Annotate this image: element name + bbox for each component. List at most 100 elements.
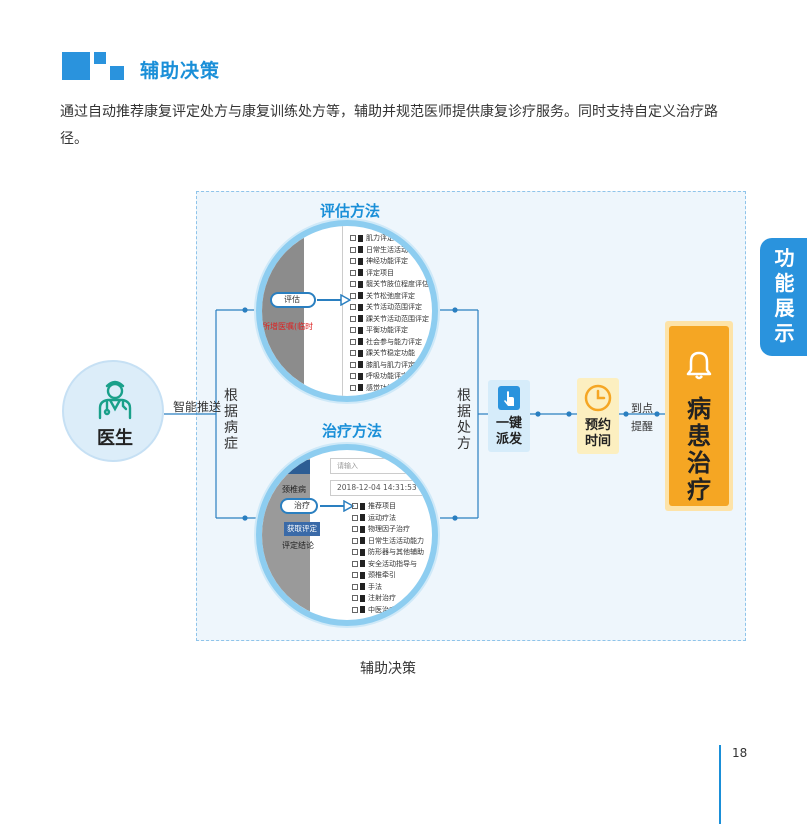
checkbox-icon[interactable]	[350, 292, 356, 299]
tree-row[interactable]: 髋关节肢位程度评估	[350, 280, 429, 289]
eval-radio-label: 评估	[284, 295, 300, 304]
treat-left-label: 颈椎病	[282, 485, 306, 494]
eval-divider	[342, 226, 343, 396]
treat-datetime: 2018-12-04 14:31:53	[337, 483, 417, 492]
checkbox-icon[interactable]	[352, 583, 358, 590]
treat-search-input[interactable]: 请输入	[330, 458, 432, 474]
document-icon	[358, 372, 363, 380]
checkbox-icon[interactable]	[350, 327, 356, 333]
document-icon	[360, 594, 365, 602]
checkbox-icon[interactable]	[352, 537, 358, 544]
document-icon	[358, 326, 363, 334]
tree-row[interactable]: 平衡功能评定	[350, 326, 408, 335]
tap-icon	[498, 386, 520, 410]
checkbox-icon[interactable]	[350, 258, 356, 264]
treat-eval-conclusion: 评定结论	[282, 541, 314, 550]
tree-row[interactable]: 关节松弛度评定	[350, 292, 415, 301]
document-icon	[358, 280, 363, 288]
checkbox-icon[interactable]	[352, 503, 358, 509]
tree-row-label: 踝关节稳定功能	[366, 349, 415, 357]
checkbox-icon[interactable]	[352, 549, 358, 555]
checkbox-icon[interactable]	[350, 315, 356, 322]
treat-fetch-label: 获取评定	[287, 524, 317, 533]
treatment-label: 病患治疗	[687, 395, 711, 504]
treatment-box[interactable]: 病患治疗	[669, 326, 729, 506]
checkbox-icon[interactable]	[350, 350, 356, 356]
bell-icon	[686, 351, 712, 380]
checkbox-icon[interactable]	[352, 606, 358, 613]
tree-row[interactable]: 推荐项目	[352, 502, 396, 511]
tree-row[interactable]: 神经功能评定	[350, 257, 408, 266]
checkbox-icon[interactable]	[350, 246, 356, 253]
document-icon	[358, 338, 363, 345]
document-icon	[360, 560, 365, 567]
checkbox-icon[interactable]	[350, 338, 356, 345]
checkbox-icon[interactable]	[350, 384, 356, 391]
doctor-label: 医生	[97, 428, 133, 449]
tree-row[interactable]: 踝关节稳定功能	[350, 349, 415, 358]
tree-row-label: 运动疗法	[368, 513, 396, 522]
treat-fetch-button[interactable]: 获取评定	[284, 522, 320, 536]
appointment-label: 预约时间	[584, 418, 611, 449]
checkbox-icon[interactable]	[350, 235, 356, 241]
tree-row-label: 物理因子治疗	[368, 525, 410, 533]
document-icon	[360, 571, 365, 579]
checkbox-icon[interactable]	[350, 373, 356, 379]
diagram-caption: 辅助决策	[360, 661, 416, 677]
checkbox-icon[interactable]	[350, 361, 356, 368]
appointment-box[interactable]: 预约时间	[577, 378, 619, 454]
dispatch-box[interactable]: 一键派发	[488, 380, 530, 452]
checkbox-icon[interactable]	[350, 304, 356, 310]
tree-row-label: 安全活动指导与	[368, 559, 417, 568]
document-icon	[360, 537, 365, 544]
tree-row[interactable]: 感觉功能评定	[350, 384, 408, 393]
document-icon	[360, 606, 365, 613]
document-icon	[358, 303, 363, 311]
tree-row[interactable]: 手法	[352, 583, 382, 592]
tree-row-label: 肌力评定	[366, 234, 394, 242]
tree-row[interactable]: 物理因子治疗	[352, 525, 410, 534]
document-icon	[358, 269, 363, 276]
treat-top-block	[276, 460, 310, 474]
treat-datetime-field[interactable]: 2018-12-04 14:31:53	[330, 480, 432, 496]
checkbox-icon[interactable]	[350, 269, 356, 276]
treat-title: 治疗方法	[322, 422, 383, 440]
tree-row[interactable]: 膝肌与肌力评定	[350, 361, 415, 370]
checkbox-icon[interactable]	[352, 526, 358, 532]
doctor-icon	[98, 380, 132, 420]
tree-row[interactable]: 中医治疗	[352, 606, 396, 615]
tree-row[interactable]: 防形器与其他辅助	[352, 548, 424, 557]
eval-radio[interactable]: 评估	[270, 292, 316, 308]
checkbox-icon[interactable]	[352, 595, 358, 601]
tree-row[interactable]: 呼吸功能评定	[350, 372, 408, 381]
treat-radio[interactable]: 治疗	[280, 498, 318, 514]
document-icon	[358, 246, 363, 253]
checkbox-icon[interactable]	[352, 572, 358, 578]
tree-row-label: 呼吸功能评定	[366, 372, 408, 380]
tree-row[interactable]: 评定项目	[350, 269, 394, 278]
eval-screenshot-circle: 评估 所增医嘱(临时 肌力评定日常生活活动评定神经功能评定评定项目髋关节肢位程度…	[256, 220, 438, 402]
tree-row[interactable]: 安全活动指导与	[352, 560, 417, 569]
tree-row-label: 平衡功能评定	[366, 326, 408, 334]
dispatch-label: 一键派发	[495, 416, 522, 447]
tree-row[interactable]: 肌力评定	[350, 234, 394, 243]
checkbox-icon[interactable]	[352, 560, 358, 567]
tree-row[interactable]: 踝关节活动范围评定	[350, 315, 429, 324]
tree-row[interactable]: 运动疗法	[352, 514, 396, 523]
tree-row-label: 日常生活活动能力	[368, 536, 424, 545]
side-tab[interactable]: 功能展示	[760, 238, 807, 356]
document-icon	[358, 292, 363, 299]
checkbox-icon[interactable]	[350, 281, 356, 287]
tree-row[interactable]: 日常生活活动能力	[352, 537, 424, 546]
tree-row-label: 评定项目	[366, 268, 394, 277]
tree-row[interactable]: 关节活动范围评定	[350, 303, 422, 312]
tree-row[interactable]: 社会参与能力评定	[350, 338, 422, 347]
checkbox-icon[interactable]	[352, 514, 358, 521]
tree-row[interactable]: 颈椎牵引	[352, 571, 396, 580]
eval-title: 评估方法	[320, 202, 381, 220]
tree-row[interactable]: 注射治疗	[352, 594, 396, 603]
tree-row[interactable]: 日常生活活动评定	[350, 246, 422, 255]
section-logo-icon	[62, 52, 124, 80]
document-icon	[360, 502, 365, 510]
